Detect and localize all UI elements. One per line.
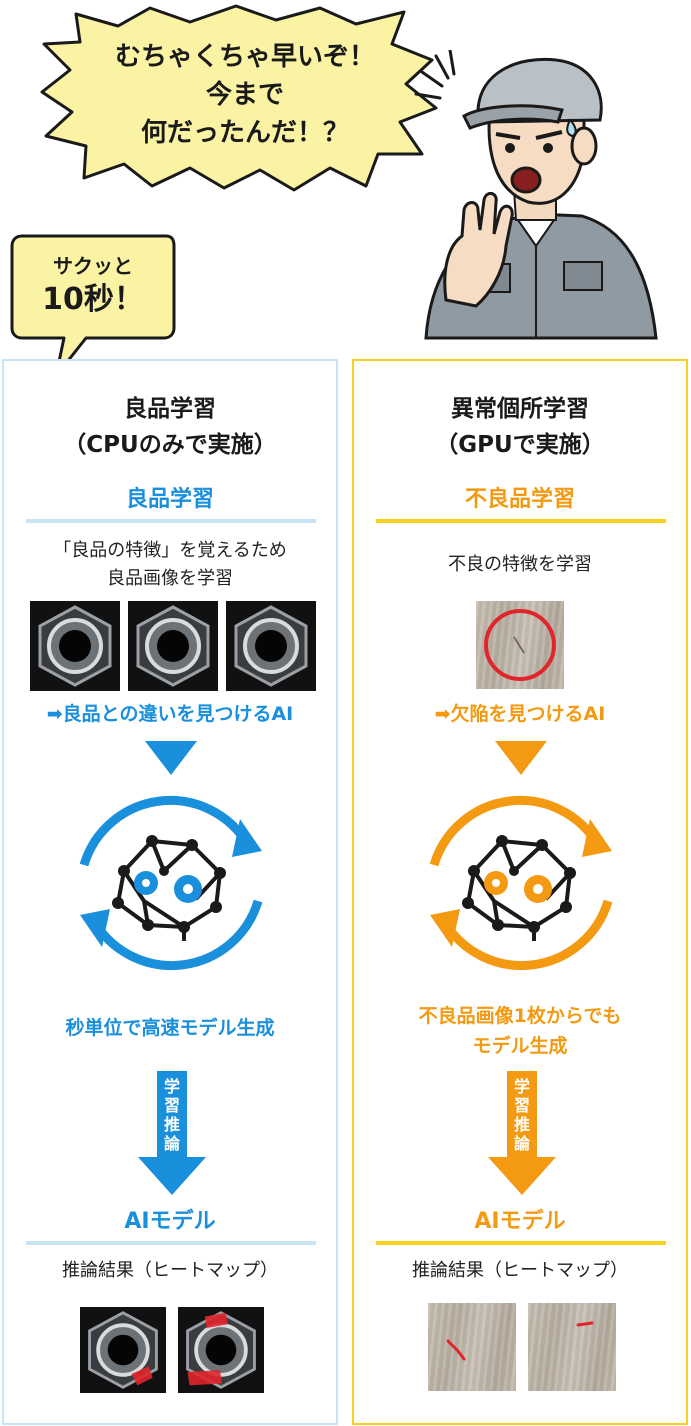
- column-title: 異常個所学習 （GPUで実施）: [354, 391, 686, 463]
- model-title: AIモデル: [474, 1209, 566, 1234]
- heatmap-nut-image: [178, 1307, 264, 1393]
- column-title-line1: 異常個所学習: [451, 396, 589, 422]
- defect-wood-image: [476, 601, 564, 689]
- cycle-arrows-icon: [429, 795, 613, 971]
- speed-text-line2: モデル生成: [472, 1035, 568, 1057]
- learn-infer-label: 学習推論: [163, 1077, 180, 1153]
- section-title: 良品学習: [125, 487, 214, 512]
- result-ai-text: ➡欠陥を見つけるAI: [434, 703, 606, 725]
- section-title: 不良品学習: [464, 487, 575, 512]
- sakutto-bubble: [10, 234, 176, 378]
- surprised-worker-illustration: [414, 50, 658, 340]
- column-title: 良品学習 （CPUのみで実施）: [4, 391, 336, 463]
- heatmap-wood-image: [428, 1303, 516, 1391]
- section-divider: [26, 519, 316, 523]
- cycle-arrows-icon: [79, 795, 263, 971]
- down-arrow-icon: [488, 1071, 556, 1195]
- inference-result-text: 推論結果（ヒートマップ）: [412, 1260, 628, 1281]
- result-ai-text: ➡良品との違いを見つけるAI: [46, 703, 294, 725]
- heatmap-nut-image: [80, 1307, 166, 1393]
- column-title-line2: （CPUのみで実施）: [63, 432, 277, 458]
- shout-line: むちゃくちゃ早いぞ！: [114, 42, 375, 72]
- shout-line: 今まで: [205, 80, 284, 110]
- good-nut-image: [30, 601, 120, 691]
- good-learning-column: 良品学習 （CPUのみで実施） 良品学習 「良品の特徴」を覚えるため 良品画像を…: [2, 359, 338, 1425]
- speed-text: 秒単位で高速モデル生成: [65, 1017, 275, 1039]
- column-title-line2: （GPUで実施）: [435, 432, 605, 458]
- column-title-line1: 良品学習: [124, 396, 216, 422]
- learn-infer-label: 学習推論: [513, 1077, 530, 1153]
- heatmap-wood-image: [528, 1303, 616, 1391]
- speed-text: 不良品画像1枚からでも モデル生成: [354, 1001, 686, 1061]
- shout-line: 何だったんだ！？: [140, 118, 349, 148]
- ai-brain-gears-icon: [462, 835, 576, 941]
- sakutto-text: サクッと 10秒！: [18, 252, 168, 320]
- description: 不良の特徴を学習: [448, 554, 592, 575]
- model-divider: [376, 1241, 666, 1245]
- model-divider: [26, 1241, 316, 1245]
- good-nut-image: [226, 601, 316, 691]
- sakutto-line1: サクッと: [53, 254, 133, 278]
- inference-result-text: 推論結果（ヒートマップ）: [62, 1260, 278, 1281]
- shout-text: むちゃくちゃ早いぞ！ 今まで 何だったんだ！？: [95, 38, 395, 152]
- description-line1: 「良品の特徴」を覚えるため: [53, 540, 287, 561]
- shout-bubble: [40, 4, 438, 192]
- down-triangle-icon: [145, 741, 197, 775]
- description-line2: 良品画像を学習: [107, 568, 233, 589]
- good-nut-image: [128, 601, 218, 691]
- down-triangle-icon: [495, 741, 547, 775]
- speed-text-line1: 不良品画像1枚からでも: [418, 1005, 622, 1027]
- down-arrow-icon: [138, 1071, 206, 1195]
- model-title: AIモデル: [124, 1209, 216, 1234]
- ai-brain-gears-icon: [112, 835, 226, 941]
- sakutto-line2: 10秒！: [42, 282, 144, 317]
- description: 「良品の特徴」を覚えるため 良品画像を学習: [4, 537, 336, 593]
- section-divider: [376, 519, 666, 523]
- defect-learning-column: 異常個所学習 （GPUで実施） 不良品学習 不良の特徴を学習 ➡欠陥を見つけるA…: [352, 359, 688, 1425]
